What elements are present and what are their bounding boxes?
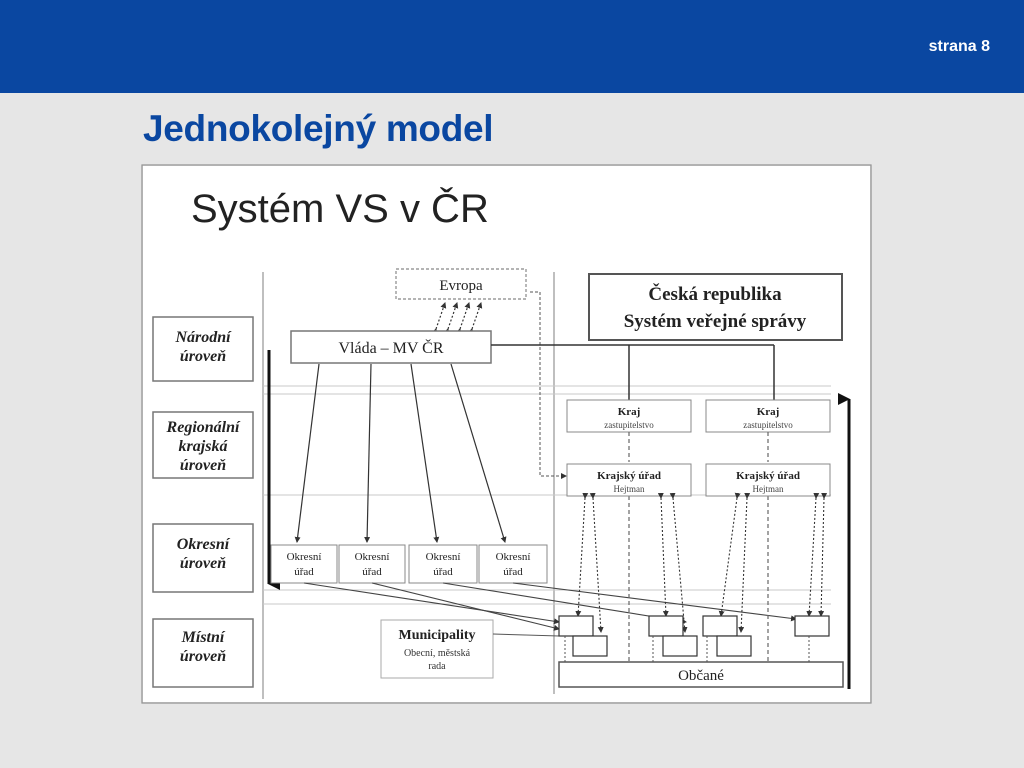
svg-text:Municipality: Municipality [398, 628, 475, 643]
level-label-regionalni: Regionální krajská úroveň [152, 411, 254, 479]
svg-text:úroveň: úroveň [180, 457, 226, 474]
level-label-narodni: Národní úroveň [152, 316, 254, 382]
svg-text:Okresní: Okresní [355, 551, 390, 563]
svg-text:úroveň: úroveň [180, 555, 226, 572]
evropa-box: Evropa [395, 268, 527, 300]
okresni-urad-1: Okresní úřad [270, 544, 338, 584]
krajsky-urad-box-1: Krajský úřad Hejtman [566, 463, 692, 497]
kraj-obcane-dashed [628, 432, 769, 662]
svg-text:Okresní: Okresní [287, 551, 322, 563]
okresni-urad-4: Okresní úřad [478, 544, 548, 584]
krajsky-urad-box-2: Krajský úřad Hejtman [705, 463, 831, 497]
level-label-mistni: Místní úroveň [152, 618, 254, 688]
svg-text:úřad: úřad [294, 566, 314, 578]
evropa-kraj-link [530, 291, 567, 479]
ceska-republika-box: Česká republika Systém veřejné správy [588, 273, 843, 341]
svg-text:Obecní, městská: Obecní, městská [404, 648, 471, 659]
svg-text:Krajský úřad: Krajský úřad [736, 470, 800, 482]
obcane-box: Občané [558, 661, 844, 688]
public-administration-diagram: Systém VS v ČR Národní úroveň Regionální… [141, 164, 872, 704]
svg-text:zastupitelstvo: zastupitelstvo [743, 420, 793, 430]
svg-text:Okresní: Okresní [426, 551, 461, 563]
svg-text:krajská: krajská [179, 438, 229, 455]
okresni-urad-2: Okresní úřad [338, 544, 406, 584]
municipality-pointer [492, 633, 560, 637]
svg-text:Krajský úřad: Krajský úřad [597, 470, 661, 482]
page-number: strana 8 [928, 38, 990, 55]
svg-text:úřad: úřad [433, 566, 453, 578]
svg-text:Regionální: Regionální [166, 419, 241, 436]
svg-text:Hejtman: Hejtman [614, 484, 645, 494]
svg-text:úřad: úřad [362, 566, 382, 578]
svg-text:Okresní: Okresní [177, 536, 231, 553]
diagram-heading: Systém VS v ČR [191, 186, 489, 231]
kraj-box-2: Kraj zastupitelstvo [705, 399, 831, 433]
slide-title: Jednokolejný model [143, 108, 494, 149]
svg-text:Občané: Občané [678, 668, 724, 684]
svg-text:Okresní: Okresní [496, 551, 531, 563]
svg-text:úroveň: úroveň [180, 348, 226, 365]
municipality-box: Municipality Obecní, městská rada [380, 619, 494, 679]
figure-border [141, 164, 872, 704]
vlada-kraj-connectors [491, 344, 775, 400]
svg-text:Česká republika: Česká republika [648, 283, 782, 305]
vlada-okresni-arrows [294, 363, 507, 543]
svg-text:Vláda – MV ČR: Vláda – MV ČR [338, 338, 443, 357]
svg-text:zastupitelstvo: zastupitelstvo [604, 420, 654, 430]
svg-text:rada: rada [428, 661, 446, 672]
okresni-urad-3: Okresní úřad [408, 544, 478, 584]
kraj-municipal-arrows [575, 492, 828, 633]
svg-text:úroveň: úroveň [180, 648, 226, 665]
svg-text:Kraj: Kraj [757, 406, 780, 418]
header-bar [0, 0, 1024, 93]
level-label-okresni: Okresní úroveň [152, 523, 254, 593]
municipal-office-boxes [558, 615, 830, 657]
vlada-box: Vláda – MV ČR [290, 330, 492, 364]
evropa-vlada-arrows [431, 302, 483, 335]
svg-text:Místní: Místní [181, 629, 226, 646]
svg-text:Národní: Národní [174, 329, 232, 346]
svg-text:Hejtman: Hejtman [753, 484, 784, 494]
svg-text:Evropa: Evropa [439, 278, 483, 294]
svg-text:Kraj: Kraj [618, 406, 641, 418]
svg-text:Systém veřejné správy: Systém veřejné správy [624, 311, 807, 332]
svg-text:úřad: úřad [503, 566, 523, 578]
kraj-box-1: Kraj zastupitelstvo [566, 399, 692, 433]
municipal-obcane-links [564, 636, 810, 662]
diagram-figure: Systém VS v ČR Národní úroveň Regionální… [141, 164, 872, 704]
